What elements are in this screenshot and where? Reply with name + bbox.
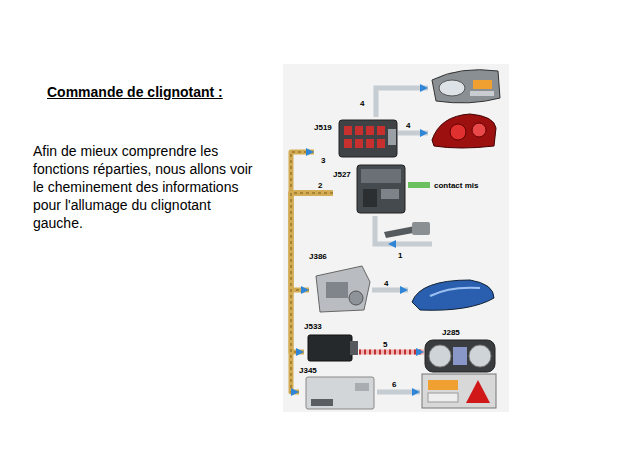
module-picture <box>338 117 398 159</box>
can-bus <box>291 193 333 352</box>
arrow <box>400 286 408 294</box>
part-name: J386 <box>309 252 327 261</box>
connector-base <box>291 152 333 193</box>
wire <box>376 88 428 117</box>
connector-base <box>359 350 424 355</box>
part-name: J285 <box>442 328 460 337</box>
callout-number: 4 <box>406 121 410 130</box>
control-unit: J345 <box>299 366 375 411</box>
control-unit: J533 <box>304 322 359 364</box>
module-picture <box>355 163 407 215</box>
stalk-picture <box>384 222 430 238</box>
callout-number: 5 <box>383 340 387 349</box>
module-picture <box>312 262 372 314</box>
mirror-picture <box>412 280 494 310</box>
arrow <box>412 388 420 396</box>
rear-light-picture <box>422 374 496 408</box>
connector <box>291 193 333 352</box>
heading: Commande de clignotant : <box>47 84 223 100</box>
headlamp-picture <box>432 70 500 103</box>
module-picture <box>307 332 359 364</box>
part-name: J527 <box>333 170 351 179</box>
part-name: J519 <box>314 123 332 132</box>
taillight-picture <box>432 114 496 148</box>
ignition-wire <box>408 182 430 188</box>
connector <box>359 350 424 355</box>
callout-number: 2 <box>318 181 322 190</box>
module-picture <box>305 375 375 411</box>
arrow <box>420 84 428 92</box>
callout-number: 6 <box>392 380 396 389</box>
description-text: Afin de mieux comprendre les fonctions r… <box>33 142 255 232</box>
wire <box>375 216 432 244</box>
control-unit: J285 <box>424 328 496 373</box>
can-bus <box>291 152 333 193</box>
connector <box>291 152 333 193</box>
callout-number: 4 <box>360 99 364 108</box>
control-unit: J519 <box>314 117 398 159</box>
part-name: J345 <box>299 366 317 375</box>
part-name: J533 <box>304 322 322 331</box>
control-unit: J527 <box>333 163 407 215</box>
control-unit: J386 <box>309 252 372 314</box>
callout-number: 4 <box>384 279 388 288</box>
module-picture <box>424 339 496 373</box>
arrow <box>420 129 428 137</box>
signal-name: contact mis <box>434 181 478 190</box>
data-link <box>359 352 424 353</box>
callout-number: 3 <box>321 156 325 165</box>
callout-number: 1 <box>398 251 402 260</box>
picture-panel <box>283 64 509 412</box>
connector-base <box>291 193 333 352</box>
arrow <box>388 240 396 248</box>
